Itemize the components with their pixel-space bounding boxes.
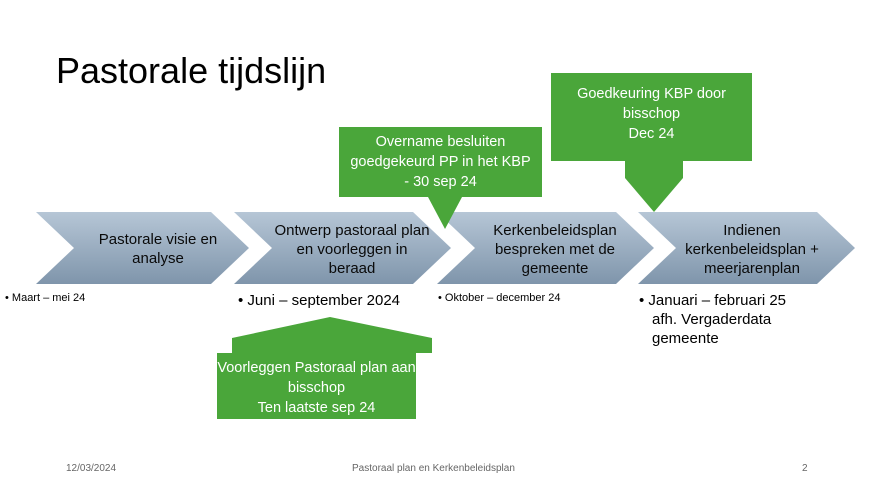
slide-title: Pastorale tijdslijn xyxy=(56,50,327,91)
date-phase-4-line-2: afh. Vergaderdata xyxy=(652,311,772,328)
callout-overname-shape xyxy=(339,127,542,229)
footer-page-number: 2 xyxy=(802,463,808,474)
callout-goedkeuring-line-2: bisschop xyxy=(622,106,681,122)
chevron-1 xyxy=(36,212,249,284)
callout-goedkeuring-line-3: Dec 24 xyxy=(628,126,675,142)
chevron-2-label: Ontwerp pastoraal plan en voorleggen in … xyxy=(274,222,430,277)
chevron-3-label: Kerkenbeleidsplan bespreken met de gemee… xyxy=(493,222,617,277)
date-phase-4: • Januari – februari 25 afh. Vergaderdat… xyxy=(639,291,786,348)
chevron-1-label: Pastorale visie en analyse xyxy=(98,231,218,267)
callout-overname-line-1: Overname besluiten xyxy=(375,134,506,150)
callout-goedkeuring-shape xyxy=(551,73,752,212)
date-phase-3: • Oktober – december 24 xyxy=(438,292,561,304)
callout-goedkeuring: Goedkeuring KBP door bisschop Dec 24 xyxy=(551,84,752,144)
callout-overname-line-3: - 30 sep 24 xyxy=(404,174,477,190)
chevron-3 xyxy=(437,212,654,284)
callout-overname: Overname besluiten goedgekeurd PP in het… xyxy=(339,132,542,192)
date-phase-1: • Maart – mei 24 xyxy=(5,292,86,304)
callout-goedkeuring-line-1: Goedkeuring KBP door xyxy=(577,86,726,102)
callout-voorleggen-line-1: Voorleggen Pastoraal plan aan xyxy=(217,360,416,376)
footer-title: Pastoraal plan en Kerkenbeleidsplan xyxy=(352,463,515,474)
callout-overname-line-2: goedgekeurd PP in het KBP xyxy=(350,154,531,170)
footer-date: 12/03/2024 xyxy=(66,463,117,474)
date-phase-4-line-1: • Januari – februari 25 xyxy=(639,292,787,309)
chevron-4-label: Indienen kerkenbeleidsplan + meerjarenpl… xyxy=(685,222,819,277)
chevron-4 xyxy=(638,212,855,284)
callout-voorleggen: Voorleggen Pastoraal plan aan bisschop T… xyxy=(217,358,416,418)
chevron-2 xyxy=(234,212,451,284)
date-phase-4-line-3: gemeente xyxy=(652,330,719,347)
callout-voorleggen-line-2: bisschop xyxy=(287,380,346,396)
callout-voorleggen-line-3: Ten laatste sep 24 xyxy=(257,400,376,416)
callout-voorleggen-shape xyxy=(217,317,432,419)
date-phase-2: • Juni – september 2024 xyxy=(238,292,401,309)
